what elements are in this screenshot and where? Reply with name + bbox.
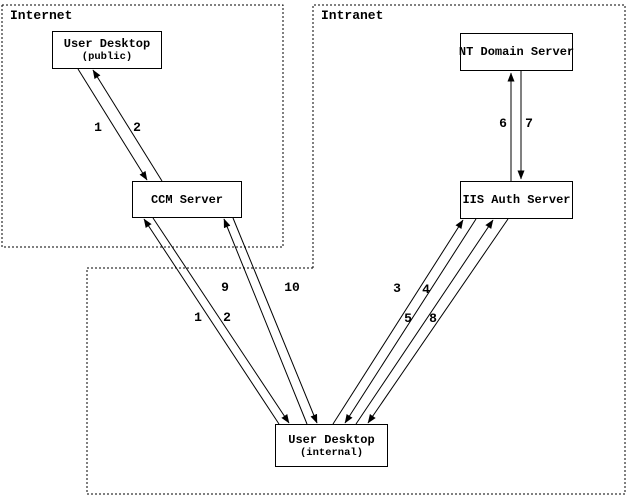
arrow-5-user-desktop-internal-to-iis-auth-server <box>355 219 494 425</box>
arrow-label-7: 7 <box>525 116 533 131</box>
node-subtitle-user-desktop-public: (public) <box>81 51 133 63</box>
arrow-label-6: 6 <box>499 116 507 131</box>
arrow-label-1: 1 <box>94 120 102 135</box>
arrow-3-user-desktop-internal-to-iis-auth-server <box>332 219 464 425</box>
arrow-label-10: 10 <box>284 280 300 295</box>
node-title-ccm-server: CCM Server <box>150 192 223 207</box>
node-iis-auth-server: IIS Auth Server <box>460 181 573 219</box>
region-outline-intranet <box>86 4 626 495</box>
region-label-internet: Internet <box>10 8 73 23</box>
arrow-1-user-desktop-public-to-ccm-server <box>77 68 148 181</box>
arrow-9-user-desktop-internal-to-ccm-server <box>223 218 308 425</box>
arrow-2-ccm-server-to-user-desktop-public <box>92 69 163 182</box>
node-title-user-desktop-internal: User Desktop <box>288 432 375 447</box>
node-nt-domain-server: NT Domain Server <box>458 33 575 71</box>
arrow-label-1: 1 <box>194 310 202 325</box>
node-title-nt-domain-server: NT Domain Server <box>458 45 575 59</box>
node-ccm-server: CCM Server <box>132 181 242 218</box>
node-title-iis-auth-server: IIS Auth Server <box>462 193 571 207</box>
arrow-4-iis-auth-server-to-user-desktop-internal <box>344 218 477 424</box>
arrow-label-5: 5 <box>404 311 412 326</box>
node-subtitle-user-desktop-internal: (internal) <box>299 446 363 459</box>
arrow-label-9: 9 <box>221 280 229 295</box>
node-title-user-desktop-public: User Desktop <box>63 37 151 51</box>
arrow-label-8: 8 <box>429 311 437 326</box>
arrow-label-2: 2 <box>223 310 231 325</box>
arrow-10-ccm-server-to-user-desktop-internal <box>232 217 318 424</box>
region-outline-internet <box>1 4 284 248</box>
arrow-8-iis-auth-server-to-user-desktop-internal <box>367 218 509 424</box>
node-user-desktop-public: User Desktop (public) <box>52 31 162 69</box>
region-label-intranet: Intranet <box>321 8 384 23</box>
arrow-label-2: 2 <box>133 120 141 135</box>
arrow-label-3: 3 <box>393 281 401 296</box>
arrow-2-ccm-server-to-user-desktop-internal <box>152 217 290 424</box>
arrow-1-user-desktop-internal-to-ccm-server <box>143 218 280 425</box>
node-user-desktop-internal: User Desktop (internal) <box>275 424 388 467</box>
arrow-label-4: 4 <box>422 282 430 297</box>
